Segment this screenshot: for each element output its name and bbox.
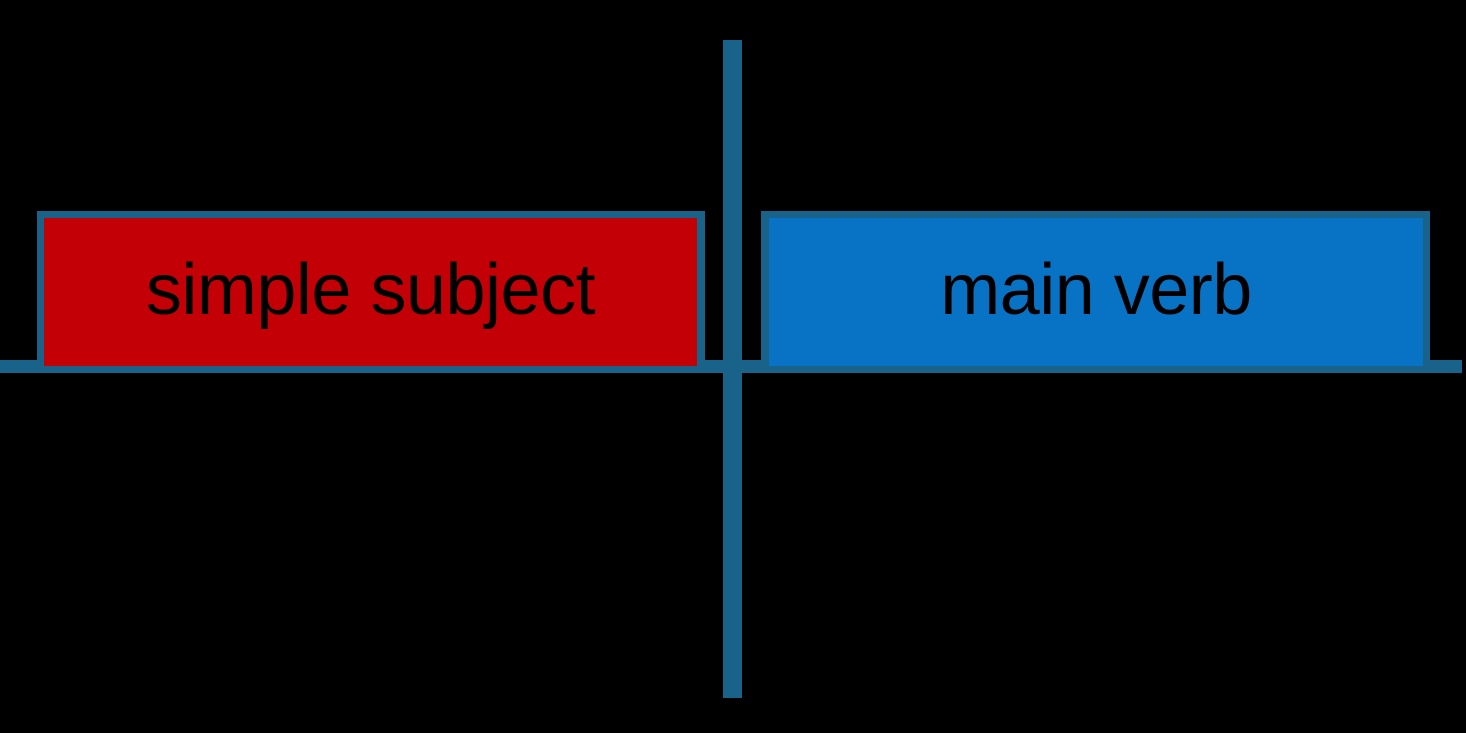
main-verb-box[interactable]: main verb: [761, 211, 1430, 373]
subject-verb-divider-line: [723, 40, 742, 698]
simple-subject-box[interactable]: simple subject: [37, 211, 705, 373]
simple-subject-label: simple subject: [145, 250, 596, 330]
main-verb-label: main verb: [940, 250, 1252, 330]
